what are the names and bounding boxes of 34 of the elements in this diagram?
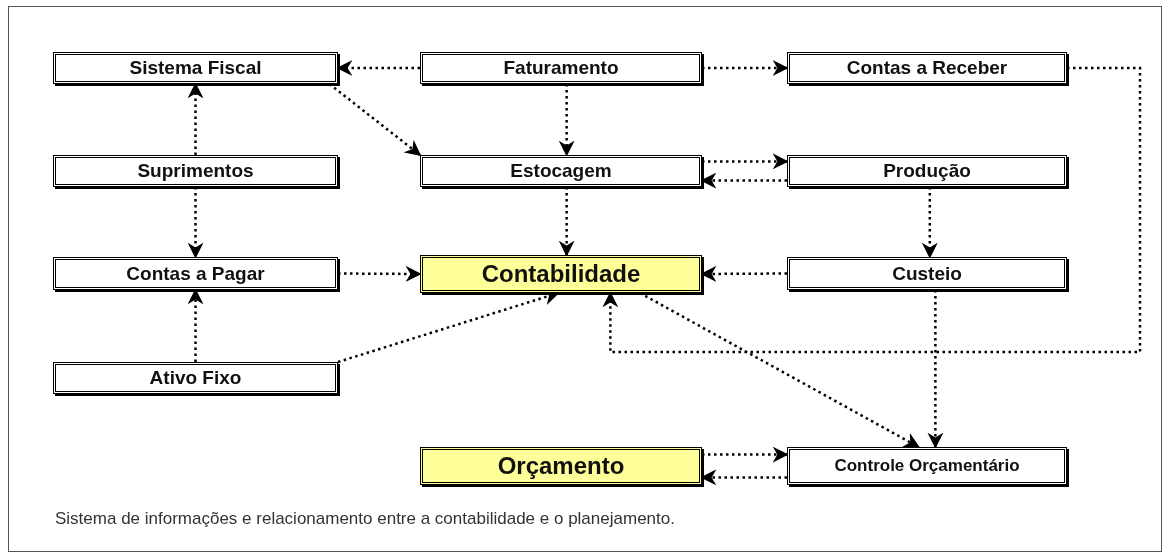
box-label: Estocagem <box>510 160 612 182</box>
process-box <box>787 447 1067 485</box>
box-label: Produção <box>883 160 971 182</box>
process-box <box>787 155 1067 187</box>
box-label: Suprimentos <box>137 160 254 182</box>
box-label: Orçamento <box>497 452 625 480</box>
process-box <box>420 52 702 84</box>
box-label: Contas a Receber <box>846 57 1008 79</box>
dotted-arrow <box>702 446 789 463</box>
dotted-arrow <box>921 187 938 259</box>
process-box <box>53 52 338 84</box>
box-label: Ativo Fixo <box>149 367 242 389</box>
process-box <box>53 257 338 290</box>
process-box <box>420 155 702 187</box>
dotted-arrow <box>702 60 789 76</box>
box-label: Contas a Pagar <box>126 262 265 285</box>
dotted-arrow <box>558 84 575 157</box>
process-box <box>53 362 338 394</box>
process-box <box>787 257 1067 290</box>
highlighted-box <box>420 447 702 485</box>
box-label: Contabilidade <box>481 260 641 288</box>
box-label: Faturamento <box>503 57 619 79</box>
highlighted-box <box>420 255 702 293</box>
process-box <box>787 52 1067 84</box>
dotted-arrow <box>702 153 789 170</box>
caption: Sistema de informações e relacionamento entre a contabilidade e o planejamento. <box>55 509 675 529</box>
box-label: Custeio <box>892 262 962 285</box>
box-label: Sistema Fiscal <box>129 57 262 79</box>
box-label: Controle Orçamentário <box>834 456 1020 476</box>
process-box <box>53 155 338 187</box>
dotted-arrow <box>927 290 944 449</box>
dotted-arrow <box>558 187 575 257</box>
dotted-arrow <box>602 66 1142 354</box>
dotted-arrow <box>187 187 204 259</box>
